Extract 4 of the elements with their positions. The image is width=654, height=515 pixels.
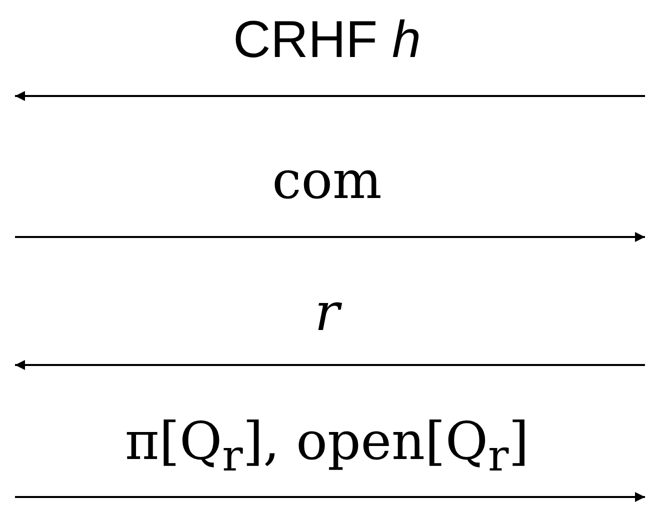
- message-label: com: [272, 155, 382, 207]
- message-label: CRHF h: [233, 14, 421, 66]
- message-label: π[Q$_{r}$], open[Q$_{r}$]: [125, 416, 529, 479]
- message-label: r: [314, 287, 340, 339]
